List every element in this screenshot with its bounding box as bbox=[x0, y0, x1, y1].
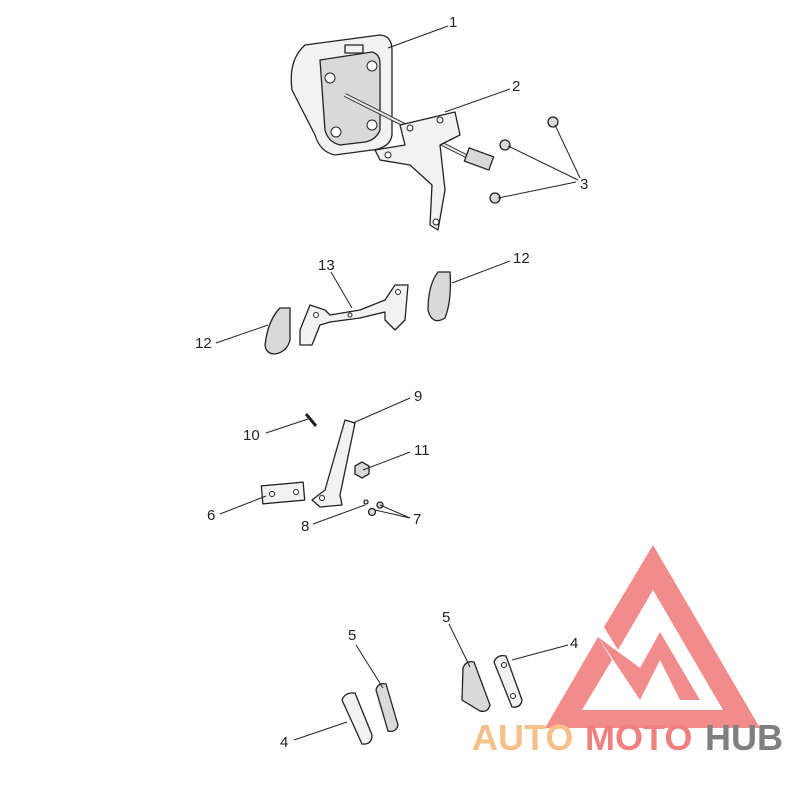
callout-12-left: 12 bbox=[195, 335, 212, 352]
watermark-text-moto: MOTO bbox=[585, 717, 692, 758]
leader-lines bbox=[215, 25, 581, 741]
callout-7: 7 bbox=[413, 511, 421, 528]
part-3-screws bbox=[489, 116, 559, 204]
callout-4-right: 4 bbox=[570, 635, 578, 652]
callout-10: 10 bbox=[243, 427, 260, 444]
part-4-pad-left bbox=[341, 692, 373, 745]
callout-4-left: 4 bbox=[280, 734, 288, 751]
callout-labels: 1 2 3 13 12 12 9 10 11 6 8 7 5 5 4 4 bbox=[195, 14, 588, 751]
part-13-bracket bbox=[299, 284, 409, 346]
callout-11: 11 bbox=[414, 442, 430, 459]
callout-1: 1 bbox=[449, 14, 457, 31]
part-5-mount-left bbox=[375, 682, 399, 733]
part-4-pad-right bbox=[493, 654, 523, 708]
part-10-bolt bbox=[304, 413, 318, 427]
part-1-housing bbox=[290, 34, 393, 156]
callout-3: 3 bbox=[580, 176, 588, 193]
watermark-triangle-shape bbox=[545, 545, 760, 728]
callout-12-right: 12 bbox=[513, 250, 530, 267]
part-12-reflector-right bbox=[427, 271, 452, 322]
callout-8: 8 bbox=[301, 518, 309, 535]
callout-6: 6 bbox=[207, 507, 215, 524]
callout-5-right: 5 bbox=[442, 609, 450, 626]
watermark-text-auto: AUTO bbox=[472, 717, 573, 758]
callout-9: 9 bbox=[414, 388, 422, 405]
part-9-stay bbox=[311, 419, 356, 508]
callout-5-left: 5 bbox=[348, 627, 356, 644]
part-5-mount-right bbox=[461, 660, 491, 713]
watermark-inner-mark bbox=[598, 632, 700, 700]
part-6-plate bbox=[260, 481, 306, 505]
part-12-reflector-left bbox=[264, 307, 291, 355]
callout-13: 13 bbox=[318, 257, 335, 274]
callout-2: 2 bbox=[512, 78, 520, 95]
part-11-nut bbox=[354, 461, 370, 479]
part-7-8-hardware bbox=[363, 499, 384, 517]
part-2-bracket bbox=[344, 93, 495, 231]
watermark-logo: AUTO MOTO HUB bbox=[472, 545, 783, 758]
watermark-text-hub: HUB bbox=[705, 717, 783, 758]
